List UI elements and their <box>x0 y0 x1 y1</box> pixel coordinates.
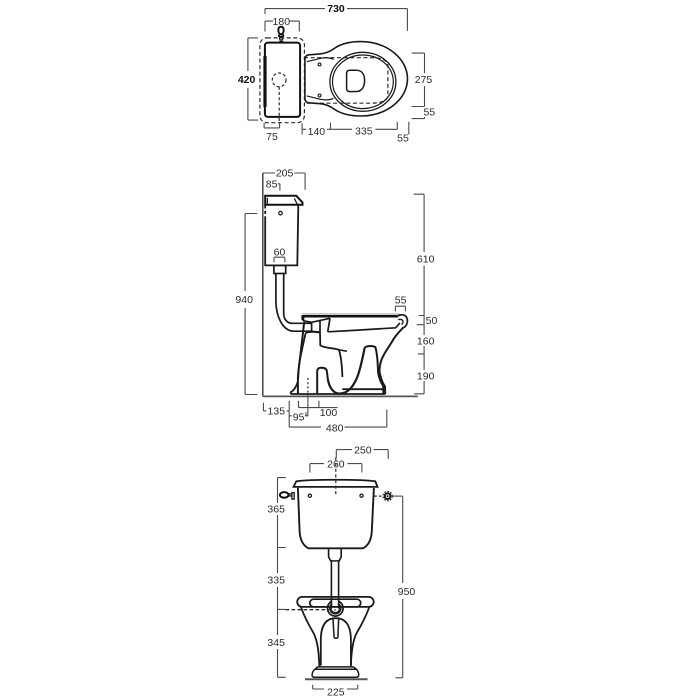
svg-text:480: 480 <box>326 423 344 435</box>
svg-text:365: 365 <box>267 504 285 516</box>
svg-text:250: 250 <box>354 444 372 456</box>
svg-text:75: 75 <box>266 131 278 143</box>
svg-text:140: 140 <box>308 126 326 138</box>
svg-text:610: 610 <box>417 253 435 265</box>
svg-text:225: 225 <box>327 686 345 698</box>
svg-text:60: 60 <box>274 246 286 258</box>
svg-text:345: 345 <box>267 637 285 649</box>
svg-text:135: 135 <box>268 406 286 418</box>
svg-text:335: 335 <box>355 125 373 137</box>
svg-text:730: 730 <box>327 3 345 15</box>
svg-text:160: 160 <box>417 335 435 347</box>
svg-text:95: 95 <box>293 411 305 423</box>
svg-text:190: 190 <box>417 370 435 382</box>
svg-text:55: 55 <box>397 133 409 145</box>
svg-text:50: 50 <box>426 315 438 327</box>
svg-text:940: 940 <box>235 294 253 306</box>
svg-text:205: 205 <box>276 168 294 180</box>
svg-text:950: 950 <box>398 586 416 598</box>
svg-text:85: 85 <box>266 179 278 191</box>
svg-text:180: 180 <box>273 16 291 28</box>
svg-text:420: 420 <box>238 74 256 86</box>
svg-text:100: 100 <box>320 407 338 419</box>
svg-text:335: 335 <box>267 575 285 587</box>
svg-text:55: 55 <box>423 107 435 119</box>
svg-text:275: 275 <box>415 74 433 86</box>
svg-text:55: 55 <box>395 295 407 307</box>
